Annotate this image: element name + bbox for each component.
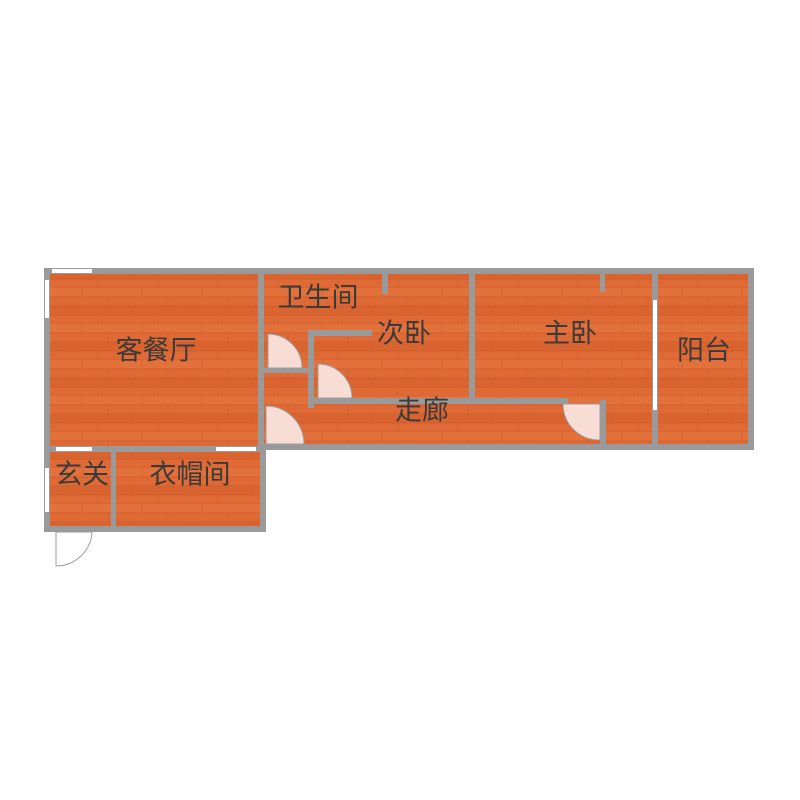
room-labels: 客餐厅 卫生间 次卧 主卧 阳台 走廊 玄关 衣帽间 <box>55 283 731 491</box>
wall-corridor-top <box>472 398 568 404</box>
wall-second-bottom <box>312 398 472 404</box>
floor-balcony <box>656 272 750 448</box>
floor-entrance <box>48 452 114 526</box>
wall-right <box>748 268 754 450</box>
door-bathroom <box>267 333 303 369</box>
wall-living-right <box>258 268 264 452</box>
doors <box>55 333 601 567</box>
window-entrance-top <box>56 447 92 451</box>
window-top-left <box>52 269 92 273</box>
label-bathroom: 卫生间 <box>278 283 359 314</box>
floor-cloakroom <box>114 452 264 526</box>
wall-top <box>44 268 754 274</box>
wall-bath-second-v <box>382 268 388 294</box>
door-master-bedroom <box>562 403 601 441</box>
door-entrance <box>55 531 93 567</box>
label-living-dining: 客餐厅 <box>116 336 197 367</box>
window-cloak-top <box>216 447 256 451</box>
label-second-bedroom: 次卧 <box>377 319 431 350</box>
wall-master-corridor-v <box>600 400 606 450</box>
wall-left <box>44 268 50 532</box>
door-second-bedroom <box>317 363 353 399</box>
window-left <box>45 280 49 318</box>
wall-mid-horizontal <box>44 446 264 452</box>
floor-living-dining <box>48 272 260 448</box>
label-master-bedroom: 主卧 <box>543 319 597 350</box>
label-cloakroom: 衣帽间 <box>150 460 231 491</box>
wall-master-stub <box>600 268 605 292</box>
window-balcony <box>653 300 657 410</box>
label-corridor: 走廊 <box>395 396 449 427</box>
door-corridor-west <box>265 405 305 445</box>
wall-bottom-right <box>260 444 754 450</box>
windows <box>45 269 657 512</box>
wall-bath-divider-v <box>308 330 314 408</box>
window-entrance-left <box>45 468 49 512</box>
wall-bath-bottom <box>262 368 312 373</box>
wall-bottom-left <box>44 526 266 532</box>
wall-second-master <box>469 268 475 400</box>
wall-cloak-right <box>260 446 266 532</box>
wall-entrance-divider <box>111 452 116 530</box>
floors <box>48 272 750 526</box>
label-entrance: 玄关 <box>55 460 109 491</box>
wall-bath-divider-h <box>308 330 372 336</box>
label-balcony: 阳台 <box>677 336 731 367</box>
